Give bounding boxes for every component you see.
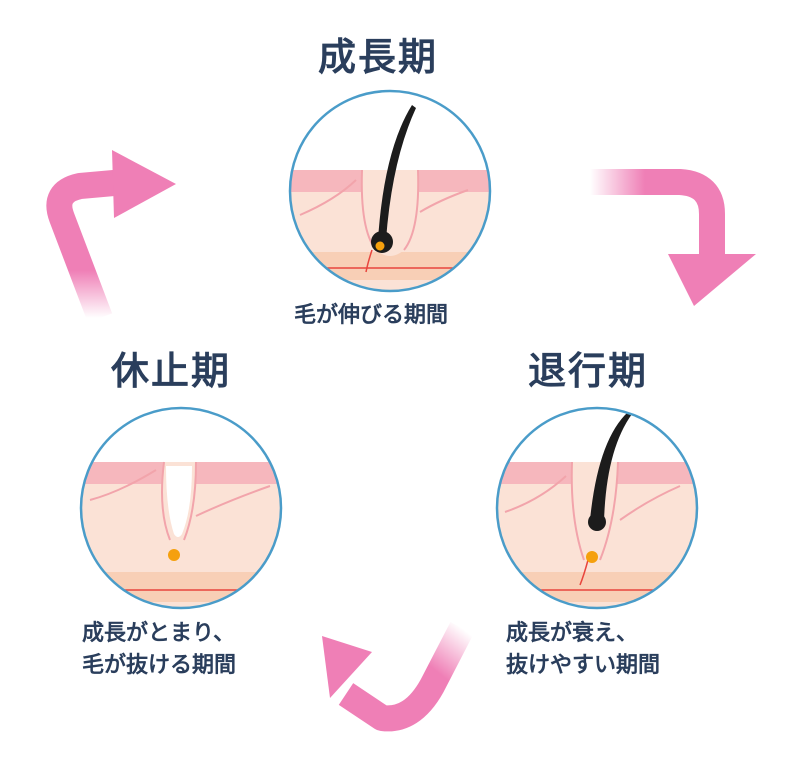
caption-line: 成長がとまり、 [82, 621, 236, 646]
resting-phase-illustration [79, 406, 283, 610]
resting-phase-caption: 成長がとまり、 毛が抜ける期間 [82, 618, 236, 682]
cycle-arrow-icon [46, 150, 176, 323]
cycle-arrow-icon [590, 169, 756, 306]
caption-line: 成長が衰え、 [506, 621, 639, 646]
caption-line: 毛が伸びる期間 [294, 303, 449, 328]
caption-line: 抜けやすい期間 [506, 653, 661, 678]
regression-phase-caption: 成長が衰え、 抜けやすい期間 [506, 618, 660, 682]
growth-phase-title: 成長期 [318, 35, 439, 79]
cycle-arrow-icon [322, 622, 474, 732]
growth-phase-illustration [288, 89, 492, 293]
regression-phase-illustration [495, 406, 699, 610]
caption-line: 毛が抜ける期間 [82, 653, 237, 678]
growth-phase-caption: 毛が伸びる期間 [294, 300, 448, 332]
regression-phase-title: 退行期 [528, 349, 649, 393]
resting-phase-title: 休止期 [111, 349, 232, 393]
